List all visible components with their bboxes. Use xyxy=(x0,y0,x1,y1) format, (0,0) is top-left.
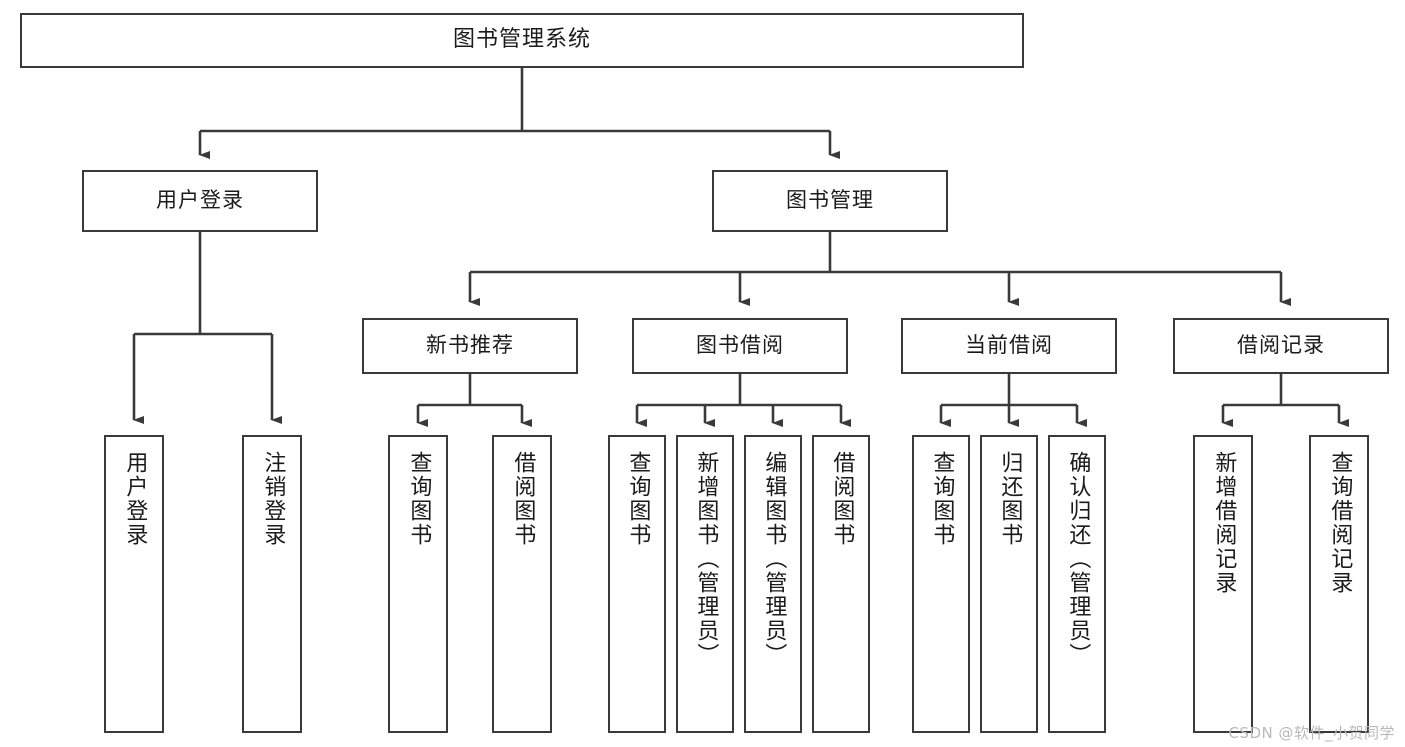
node-label: 图书管理系统 xyxy=(452,27,591,53)
node-label: 用户登录 xyxy=(122,451,148,547)
node-label: 图书借阅 xyxy=(696,333,784,358)
leaf-current-confirm-return-admin[interactable]: 确认归还（管理员） xyxy=(1048,435,1106,733)
node-label: 新书推荐 xyxy=(426,333,514,358)
node-label: 当前借阅 xyxy=(965,333,1053,358)
node-label: 借阅记录 xyxy=(1237,333,1325,358)
node-borrow-record[interactable]: 借阅记录 xyxy=(1173,318,1389,374)
node-book-borrow[interactable]: 图书借阅 xyxy=(632,318,848,374)
node-new-book-recommend[interactable]: 新书推荐 xyxy=(362,318,578,374)
leaf-current-query-book[interactable]: 查询图书 xyxy=(912,435,970,733)
leaf-borrow-add-book-admin[interactable]: 新增图书（管理员） xyxy=(676,435,734,733)
node-label: 新增图书（管理员） xyxy=(693,451,719,667)
node-label: 借阅图书 xyxy=(510,451,536,547)
node-label: 查询图书 xyxy=(406,451,432,547)
node-label: 图书管理 xyxy=(786,188,874,213)
node-label: 确认归还（管理员） xyxy=(1065,451,1091,667)
leaf-query-borrow-record[interactable]: 查询借阅记录 xyxy=(1309,435,1369,733)
node-book-management[interactable]: 图书管理 xyxy=(712,170,948,232)
node-label: 归还图书 xyxy=(997,451,1023,547)
leaf-logout[interactable]: 注销登录 xyxy=(242,435,302,733)
node-label: 注销登录 xyxy=(260,451,286,547)
node-user-login[interactable]: 用户登录 xyxy=(82,170,318,232)
leaf-new-book-borrow[interactable]: 借阅图书 xyxy=(492,435,552,733)
node-label: 查询图书 xyxy=(929,451,955,547)
node-root-book-management-system[interactable]: 图书管理系统 xyxy=(20,13,1024,68)
leaf-borrow-query-book[interactable]: 查询图书 xyxy=(608,435,666,733)
leaf-new-book-query[interactable]: 查询图书 xyxy=(388,435,448,733)
leaf-borrow-edit-book-admin[interactable]: 编辑图书（管理员） xyxy=(744,435,802,733)
leaf-borrow-borrow-book[interactable]: 借阅图书 xyxy=(812,435,870,733)
node-label: 用户登录 xyxy=(156,188,244,213)
node-label: 借阅图书 xyxy=(829,451,855,547)
csdn-watermark: CSDN @软件_小贺同学 xyxy=(1228,724,1395,742)
node-current-borrow[interactable]: 当前借阅 xyxy=(901,318,1117,374)
node-label: 编辑图书（管理员） xyxy=(761,451,787,667)
node-label: 查询借阅记录 xyxy=(1327,451,1353,595)
leaf-add-borrow-record[interactable]: 新增借阅记录 xyxy=(1193,435,1253,733)
node-label: 查询图书 xyxy=(625,451,651,547)
leaf-user-login[interactable]: 用户登录 xyxy=(104,435,164,733)
leaf-current-return-book[interactable]: 归还图书 xyxy=(980,435,1038,733)
node-label: 新增借阅记录 xyxy=(1211,451,1237,595)
